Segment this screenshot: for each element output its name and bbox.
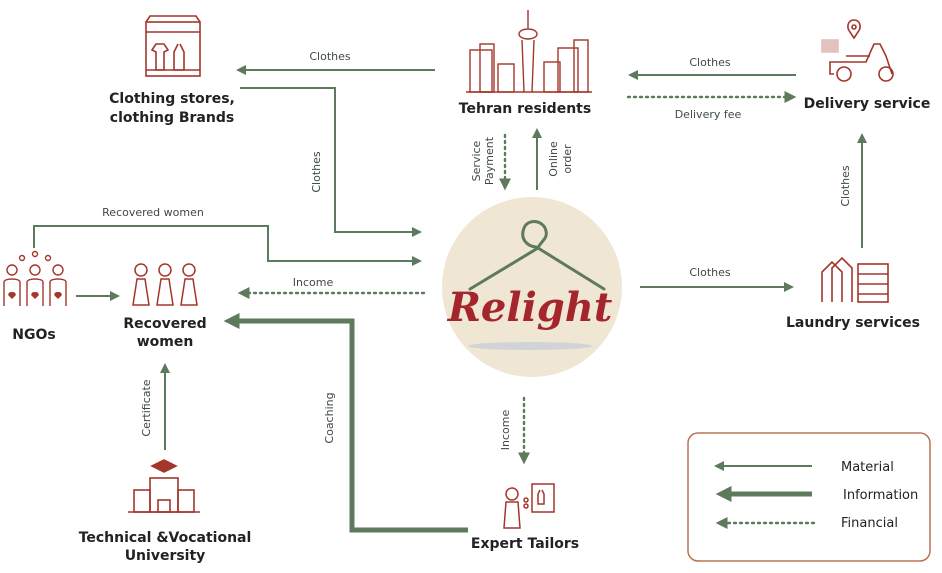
label-certificate: Certificate (140, 379, 153, 436)
edge-stores-to-relight (240, 87, 422, 237)
people-hearts-icon (3, 250, 67, 306)
legend-financial-label: Financial (841, 516, 898, 531)
relight-logo: Relight (447, 284, 613, 331)
edge-ngo-to-relight (33, 225, 422, 266)
building-icon (821, 256, 889, 303)
label-payment: Payment (483, 136, 496, 185)
expert-tailors-label: Expert Tailors (471, 536, 579, 552)
label-delivery-fee: Delivery fee (675, 108, 742, 121)
laundry-services-label: Laundry services (786, 315, 920, 331)
label-delivery-to-residents: Clothes (689, 56, 731, 69)
label-recovered-women-edge: Recovered women (102, 206, 204, 219)
university-label-2: University (125, 548, 206, 564)
recovered-women-label-2: women (137, 334, 194, 350)
ngos-label: NGOs (12, 327, 55, 343)
relight-circle (442, 197, 622, 377)
recovered-women-label-1: Recovered (123, 316, 206, 332)
hanger-icon (468, 220, 606, 291)
university-icon (128, 459, 200, 513)
women-group-icon (132, 263, 198, 306)
tailor-icon (503, 483, 555, 529)
edge-tailors-coaching (223, 312, 468, 533)
tehran-residents-label: Tehran residents (459, 101, 591, 117)
clothing-stores-label-2: clothing Brands (110, 110, 234, 126)
label-income-women: Income (293, 276, 334, 289)
label-order: order (561, 144, 574, 174)
storefront-icon (145, 15, 201, 77)
label-service: Service (470, 140, 483, 181)
relight-shadow (468, 342, 592, 350)
legend: Material Information Financial (687, 432, 931, 562)
university-label-1: Technical &Vocational (79, 530, 252, 546)
city-skyline-icon (466, 10, 592, 93)
legend-material-label: Material (841, 460, 894, 475)
legend-information-label: Information (843, 488, 918, 503)
label-residents-to-stores: Clothes (309, 50, 351, 63)
relight-hub: Relight (442, 197, 622, 377)
label-laundry-to-delivery: Clothes (839, 165, 852, 207)
scooter-icon (821, 19, 894, 82)
label-relight-to-laundry: Clothes (689, 266, 731, 279)
label-stores-to-relight: Clothes (310, 151, 323, 193)
delivery-service-label: Delivery service (804, 96, 931, 112)
label-online: Online (547, 141, 560, 177)
label-coaching: Coaching (323, 392, 336, 443)
legend-box (687, 432, 931, 562)
label-income-tailors: Income (499, 410, 512, 451)
clothing-stores-label-1: Clothing stores, (109, 91, 235, 107)
